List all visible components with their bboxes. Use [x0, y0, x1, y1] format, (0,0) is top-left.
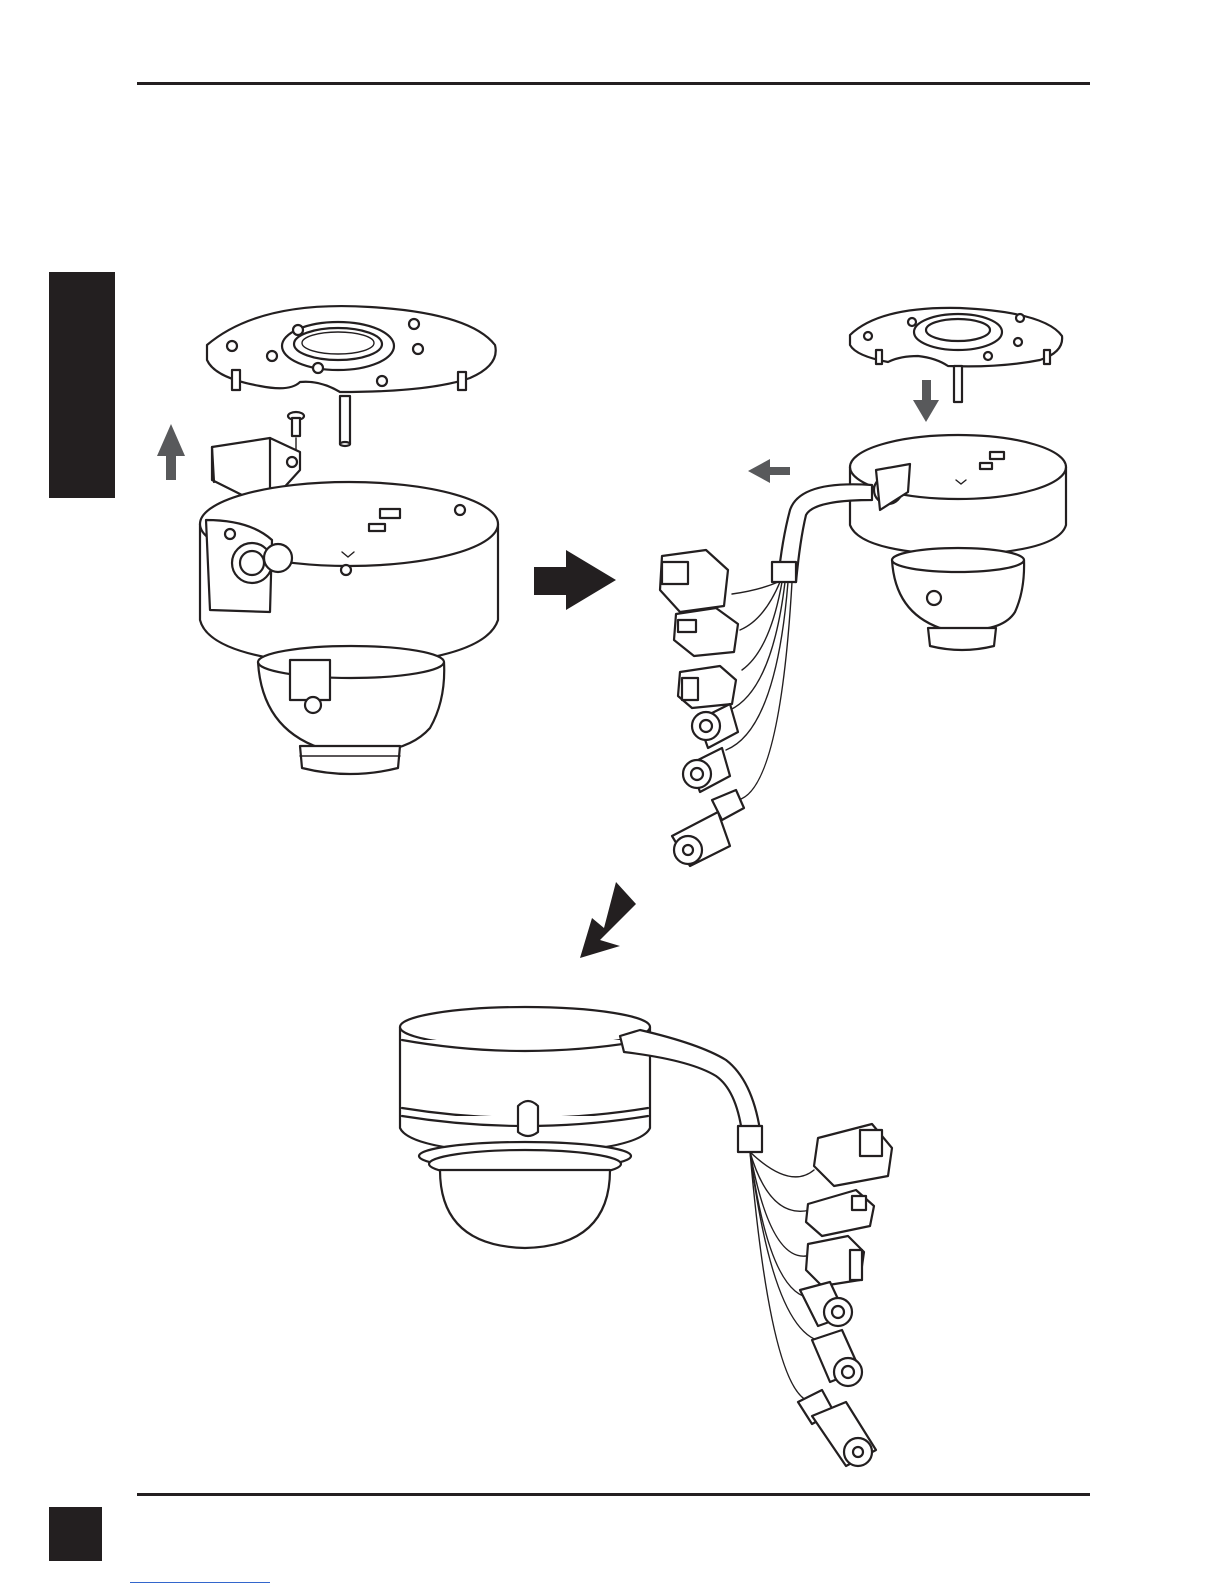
audio-jack-2	[683, 748, 730, 792]
camera-housing	[200, 482, 498, 666]
figure-step-3	[400, 1007, 892, 1466]
ethernet-connector	[814, 1124, 892, 1186]
down-left-step-arrow	[580, 882, 636, 958]
terminal-connector	[678, 666, 736, 708]
io-connector	[674, 608, 738, 656]
up-arrow	[157, 424, 185, 480]
down-arrow	[913, 380, 939, 422]
left-arrow	[748, 459, 790, 483]
figure-step-2	[660, 308, 1066, 866]
cable-bundle	[726, 484, 872, 800]
ethernet-connector	[660, 550, 728, 612]
power-connector	[672, 790, 744, 866]
camera-housing	[400, 1007, 650, 1154]
mounting-plate	[850, 308, 1062, 402]
dome-unit	[419, 1142, 631, 1248]
right-step-arrow	[534, 550, 616, 610]
camera-housing	[850, 435, 1066, 555]
io-connector	[806, 1190, 874, 1236]
footer-rule	[137, 1493, 1090, 1496]
page-number-box	[49, 1507, 102, 1561]
audio-jack-1	[800, 1282, 852, 1326]
mounting-plate	[207, 306, 496, 446]
power-connector	[798, 1390, 876, 1466]
audio-jack-1	[692, 704, 738, 748]
dome-unit	[892, 548, 1024, 650]
dome-unit	[258, 646, 444, 774]
terminal-connector	[806, 1236, 864, 1286]
footer-link-underline	[130, 1582, 270, 1583]
audio-jack-2	[812, 1330, 862, 1386]
figure-step-1	[157, 306, 498, 774]
